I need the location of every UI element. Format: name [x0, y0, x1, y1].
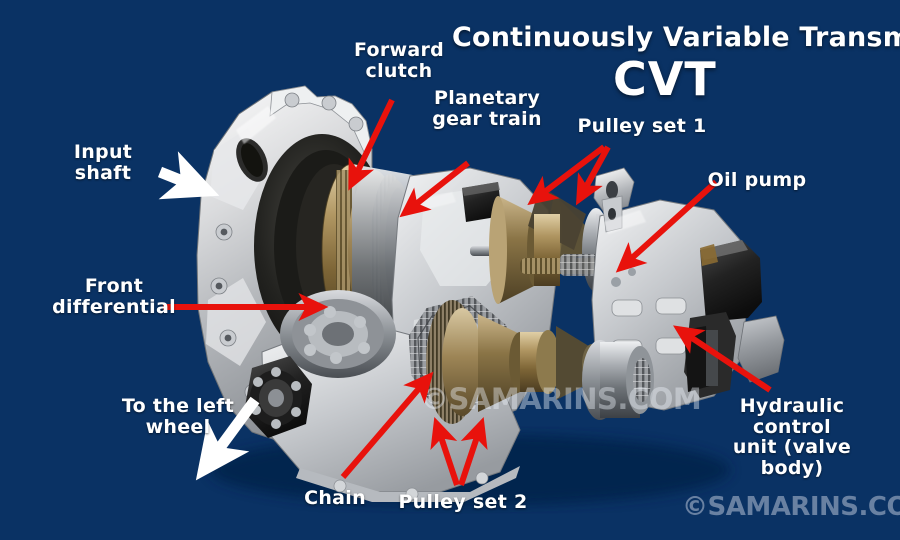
label-chain: Chain: [304, 487, 366, 509]
label-input-shaft: Input shaft: [73, 141, 133, 184]
label-hydraulic-control-unit: Hydraulic control unit (valve body): [732, 395, 852, 479]
label-to-left-wheel: To the left wheel: [121, 395, 235, 438]
label-forward-clutch: Forward clutch: [353, 39, 445, 82]
label-pulley-set-2: Pulley set 2: [398, 491, 528, 513]
page-title-line1: Continuously Variable Transmission: [452, 22, 900, 53]
page-title-line2: CVT: [613, 52, 717, 106]
label-pulley-set-1: Pulley set 1: [577, 115, 707, 137]
corner-watermark: ©SAMARINS.COM: [682, 492, 900, 522]
label-front-differential: Front differential: [52, 275, 176, 318]
label-oil-pump: Oil pump: [707, 169, 807, 191]
label-planetary-gear-train: Planetary gear train: [432, 87, 542, 130]
